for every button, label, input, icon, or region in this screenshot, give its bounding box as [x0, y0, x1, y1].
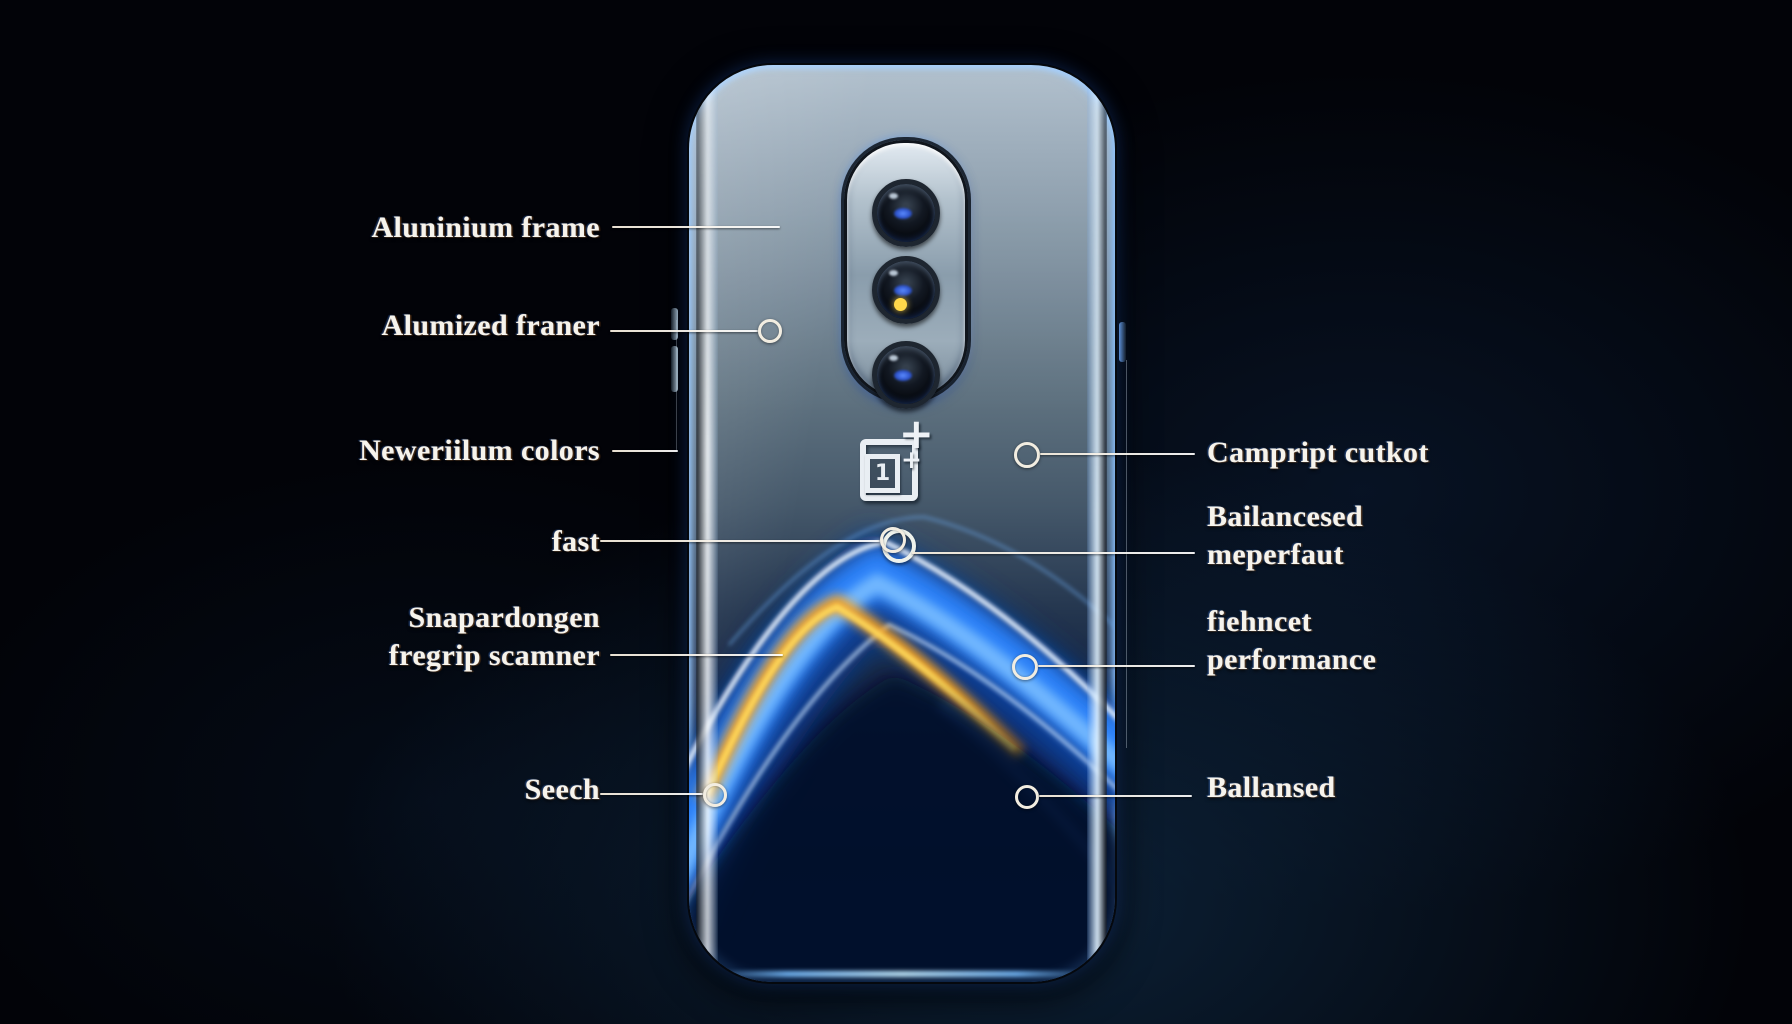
callout-dot: [703, 783, 727, 807]
lens-glint: [894, 285, 912, 296]
right-guide-line: [1126, 360, 1127, 748]
callout-line: [1040, 453, 1195, 455]
flash-led: [894, 298, 907, 311]
callout-line: [610, 330, 758, 332]
bottom-rim-highlight: [710, 971, 1094, 977]
oneplus-logo: 1 + +: [860, 413, 934, 501]
callout-line: [912, 552, 1195, 554]
label-line-1: Bailancesed: [1207, 500, 1364, 533]
callout-line: [610, 654, 783, 656]
label-fast: fast: [551, 525, 600, 558]
phone-surface: 1 + +: [689, 65, 1115, 982]
lens-specular: [889, 355, 898, 361]
label-line-1: fiehncet: [1207, 605, 1312, 638]
label-line-2: meperfaut: [1207, 538, 1344, 571]
label-line-2: performance: [1207, 643, 1377, 676]
logo-outer-square: [860, 439, 918, 501]
volume-button-lower: [671, 346, 678, 392]
glossy-wave-artwork: [689, 515, 1115, 982]
lens-glint: [894, 370, 912, 381]
phone-back-panel: 1 + +: [687, 63, 1117, 984]
callout-line: [1038, 665, 1195, 667]
label-aluminium-frame: Aluninium frame: [371, 211, 600, 244]
camera-lens-bottom: [872, 341, 940, 409]
callout-dot: [1012, 654, 1038, 680]
callout-line: [600, 793, 703, 795]
callout-dot: [1014, 442, 1040, 468]
camera-lens-top: [872, 179, 940, 247]
power-button: [1119, 322, 1126, 362]
logo-plus-large: +: [898, 409, 934, 458]
callout-line: [612, 226, 780, 228]
label-snapardongen: Snapardongen fregrip scamner: [230, 599, 600, 675]
camera-lens-middle: [872, 256, 940, 324]
callout-dot: [880, 527, 906, 553]
logo-digit: 1: [865, 454, 900, 493]
callout-dot: [758, 319, 782, 343]
label-fiehncet-performance: fiehncet performance: [1207, 603, 1627, 679]
lens-specular: [889, 193, 898, 199]
callout-line: [600, 540, 880, 542]
label-seech: Seech: [524, 773, 600, 806]
callout-line: [1039, 795, 1192, 797]
label-bailancesed-meperfaut: Bailancesed meperfaut: [1207, 498, 1627, 574]
callout-line: [612, 450, 678, 452]
label-campript-cutkot: Campript cutkot: [1207, 436, 1429, 469]
camera-module: [844, 140, 968, 409]
right-edge-reflection: [1087, 65, 1107, 982]
logo-plus-small: +: [901, 445, 922, 474]
left-guide-line: [676, 320, 677, 450]
volume-button-upper: [671, 308, 678, 340]
label-alumized-franer: Alumized franer: [381, 309, 600, 342]
label-ballansed: Ballansed: [1207, 771, 1336, 804]
lens-specular: [889, 270, 898, 276]
left-edge-reflection: [696, 65, 718, 982]
label-newerilum-colors: Neweriilum colors: [359, 434, 600, 467]
callout-dot: [1015, 785, 1039, 809]
label-line-2: fregrip scamner: [388, 639, 600, 672]
lens-glint: [894, 208, 912, 219]
label-line-1: Snapardongen: [408, 601, 600, 634]
